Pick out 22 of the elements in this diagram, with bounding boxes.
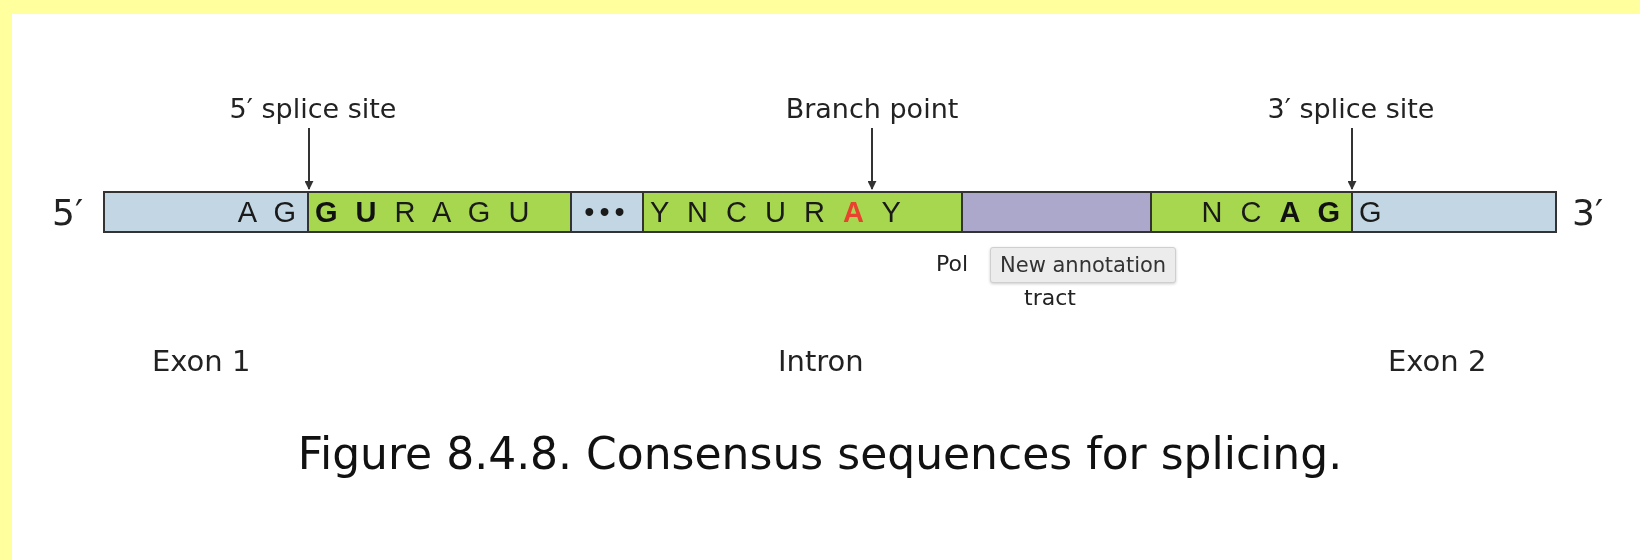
region-label: Pol [936, 253, 969, 275]
sequence-segment: G [1351, 191, 1557, 233]
exon-label: Exon 1 [152, 347, 251, 376]
sequence-segment: A G [103, 191, 309, 233]
arrow [304, 127, 314, 190]
site-label: Branch point [785, 95, 959, 122]
region-label: tract [1024, 287, 1076, 309]
sequence-segment: Y N C U R A Y [642, 191, 963, 233]
arrow [1347, 127, 1357, 190]
site-label: 3′ splice site [1267, 95, 1435, 122]
arrow [867, 127, 877, 190]
intron-label: Intron [778, 347, 864, 376]
exon-label: Exon 2 [1388, 347, 1487, 376]
sequence-segment: ••• [570, 191, 644, 233]
tooltip: New annotation [990, 247, 1177, 283]
tract-segment [961, 191, 1152, 233]
five-prime-label: 5′ [52, 195, 84, 231]
three-prime-label: 3′ [1572, 195, 1604, 231]
site-label: 5′ splice site [229, 95, 397, 122]
sequence-segment: N C A G [1150, 191, 1353, 233]
figure-caption: Figure 8.4.8. Consensus sequences for splicing. [296, 428, 1344, 479]
sequence-segment: G U R A G U [307, 191, 572, 233]
